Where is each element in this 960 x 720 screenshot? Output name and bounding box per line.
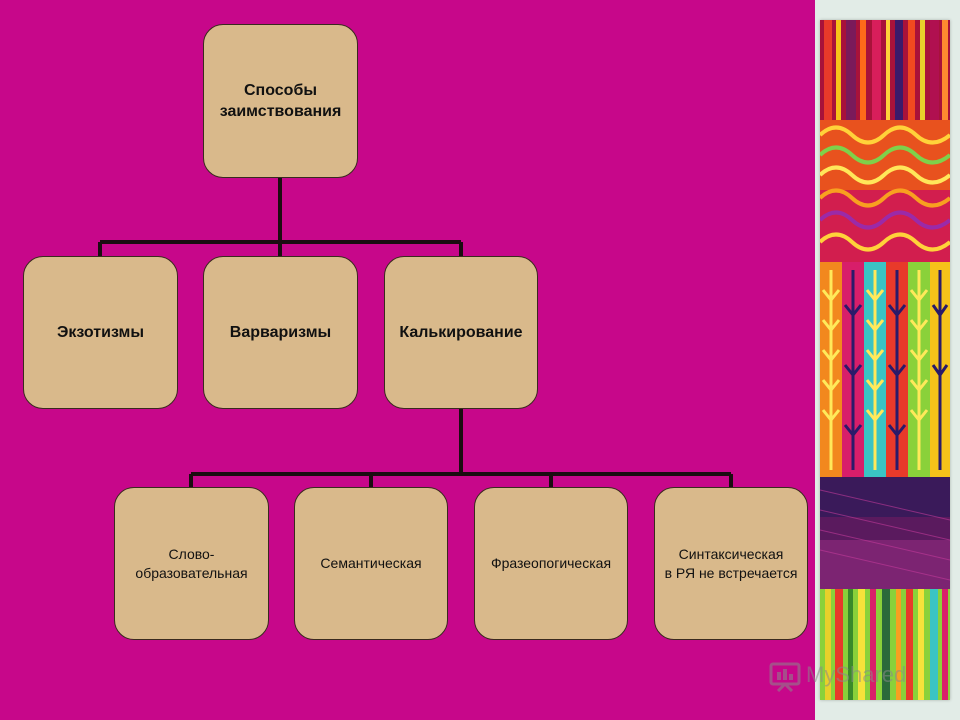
decorative-textile-image — [820, 20, 950, 700]
node-exotisms-label: Экзотизмы — [56, 324, 145, 341]
node-syntactic-label: Синтаксическая в РЯ не встречается — [664, 545, 798, 581]
node-calquing-label: Калькирование — [399, 324, 523, 341]
myshared-watermark: MyShared — [768, 658, 906, 692]
node-word-formation-label: Слово- образовательная — [135, 545, 248, 581]
node-phraseological: Фразеопогическая — [474, 487, 628, 640]
node-semantic: Семантическая — [294, 487, 448, 640]
node-barbarisms: Варваризмы — [203, 256, 358, 409]
root-node-label: Способы заимствования — [219, 82, 342, 120]
node-phraseological-label: Фразеопогическая — [490, 555, 612, 571]
node-calquing: Калькирование — [384, 256, 538, 409]
connector-lines — [98, 178, 733, 487]
node-barbarisms-label: Варваризмы — [229, 324, 332, 341]
root-node: Способы заимствования — [203, 24, 358, 178]
watermark-text: MyShared — [806, 662, 907, 687]
presentation-icon — [769, 662, 801, 692]
node-word-formation: Слово- образовательная — [114, 487, 269, 640]
node-syntactic: Синтаксическая в РЯ не встречается — [654, 487, 808, 640]
node-semantic-label: Семантическая — [320, 555, 422, 571]
node-exotisms: Экзотизмы — [23, 256, 178, 409]
